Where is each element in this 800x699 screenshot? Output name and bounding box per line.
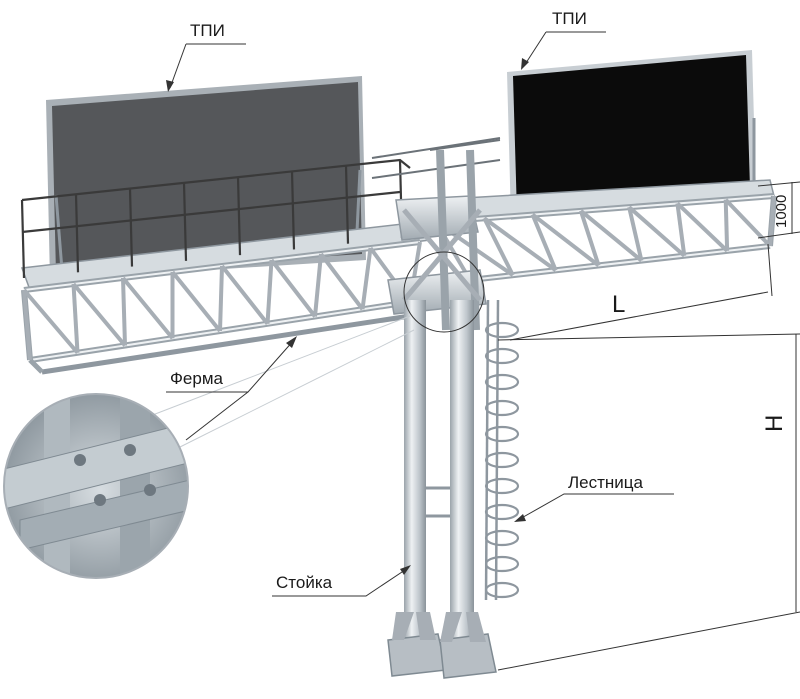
ladder-hoop	[484, 451, 520, 469]
right-truss-vertical	[578, 210, 601, 267]
ladder-hoop	[484, 477, 520, 495]
right-truss-vertical	[723, 199, 730, 251]
label-stoyka-text: Стойка	[276, 573, 333, 592]
right-truss-diagonal	[724, 198, 772, 248]
left-truss-vertical	[121, 277, 127, 346]
label-stoyka: Стойка	[272, 565, 411, 597]
ladder-hoop	[484, 529, 520, 547]
railing-post	[290, 171, 296, 250]
dimension-length: L	[509, 243, 773, 341]
ladder-hoop	[484, 503, 520, 521]
label-tpi-right-text: ТПИ	[552, 9, 587, 28]
right-truss-diagonal	[483, 216, 557, 272]
left-truss-diagonal	[269, 258, 317, 318]
right-truss	[429, 179, 777, 283]
support-columns	[387, 300, 497, 679]
label-lestnitsa-text: Лестница	[568, 473, 644, 492]
left-truss-vertical	[218, 265, 224, 332]
ladder-hoop	[484, 425, 520, 443]
detail-zoom-image	[4, 394, 188, 578]
right-truss-diagonal	[579, 209, 643, 263]
railing-post	[20, 199, 26, 279]
railing-post	[182, 182, 188, 261]
label-tpi-right: ТПИ	[521, 9, 606, 70]
right-truss-vertical	[768, 195, 776, 247]
ladder-hoop	[484, 399, 520, 417]
detail-callout	[3, 251, 485, 579]
dimension-1000: 1000	[757, 181, 800, 239]
ladder-hoop	[484, 347, 520, 365]
label-tpi-left: ТПИ	[166, 21, 246, 92]
dimension-1000-label: 1000	[773, 195, 790, 228]
left-truss-diagonal	[121, 276, 175, 340]
left-truss-diagonal	[319, 252, 365, 311]
label-tpi-left-text: ТПИ	[190, 21, 225, 40]
right-truss-vertical	[675, 203, 687, 256]
railing-post	[128, 188, 134, 267]
label-ferma-text: Ферма	[170, 369, 224, 388]
left-truss-diagonal	[22, 288, 80, 355]
left-truss-diagonal	[170, 270, 222, 333]
left-truss-vertical	[360, 247, 373, 310]
right-truss-vertical	[530, 213, 558, 272]
dimension-height-label: H	[761, 415, 788, 432]
ladder-hoop	[484, 581, 520, 599]
left-truss-vertical	[22, 289, 32, 361]
left-truss-diagonal	[71, 282, 127, 347]
ladder-hoop	[484, 321, 520, 339]
right-billboard-panel	[507, 50, 756, 220]
right-truss-diagonal	[627, 205, 686, 258]
right-truss-diagonal	[676, 201, 729, 253]
left-railing	[20, 158, 411, 279]
left-billboard-panel	[46, 76, 366, 280]
label-ferma: Ферма	[166, 336, 297, 441]
left-truss-diagonal	[220, 264, 270, 325]
right-truss-vertical	[482, 217, 515, 277]
dimension-height: H	[497, 333, 800, 671]
ladder-hoop	[484, 373, 520, 391]
ladder-hoop	[484, 555, 520, 573]
right-truss-diagonal	[531, 212, 600, 268]
railing-post	[74, 194, 80, 273]
ladder	[484, 299, 520, 601]
left-truss-vertical	[71, 283, 80, 353]
left-truss-vertical	[313, 253, 323, 317]
right-truss-vertical	[627, 206, 644, 262]
left-truss-vertical	[265, 259, 274, 324]
railing-post	[344, 165, 350, 244]
label-lestnitsa: Лестница	[514, 473, 674, 522]
dimension-length-label: L	[612, 291, 625, 318]
right-railing	[371, 137, 501, 179]
railing-post	[236, 177, 242, 256]
